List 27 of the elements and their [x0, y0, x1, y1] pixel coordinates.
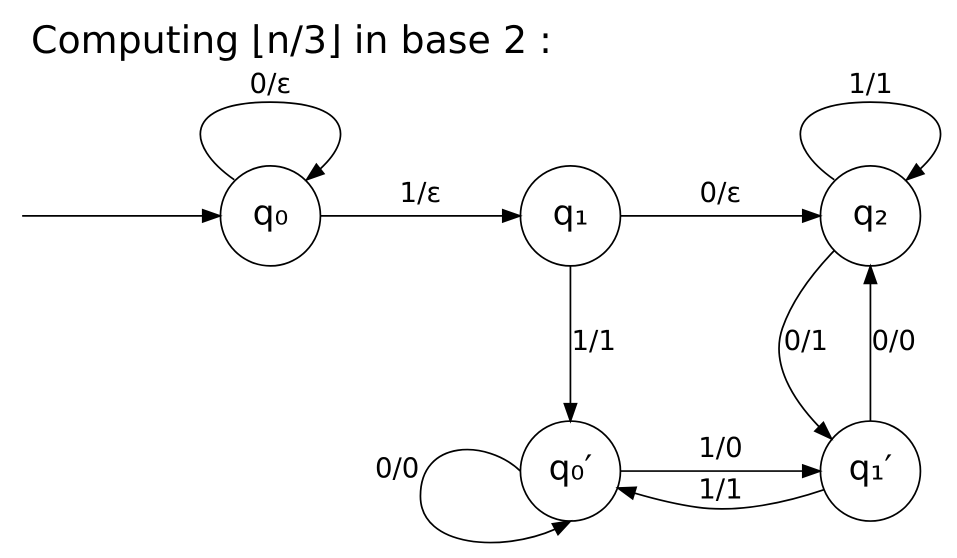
edge-label: 1/0 [698, 430, 743, 464]
arrow [620, 208, 823, 223]
arrow [563, 266, 578, 424]
arrow [615, 486, 824, 510]
edge-label: 0/0 [374, 451, 420, 484]
arrow [420, 448, 573, 543]
edge-label: 1/ε [400, 175, 442, 208]
edge-label: 0/1 [784, 324, 828, 357]
node-circle: q₂ [820, 164, 922, 266]
edge-label: 1/1 [848, 66, 893, 100]
arrow [320, 208, 523, 223]
arrow [778, 250, 835, 440]
diagram-title: Computing ⌊n/3⌋ in base 2 : [31, 18, 552, 62]
node-circle: q₁ [520, 164, 622, 266]
node-circle: q₀′ [520, 420, 622, 522]
arrow [200, 100, 342, 181]
edge-label: 1/1 [698, 472, 743, 505]
arrow [800, 100, 942, 181]
node-circle: q₁′ [820, 420, 922, 522]
edge-label: 1/1 [572, 324, 616, 357]
arrow [620, 463, 823, 478]
arrow [22, 208, 223, 223]
node-circle: q₀ [220, 164, 322, 266]
edge-label: 0/0 [872, 324, 916, 357]
edge-label: 0/ε [700, 175, 742, 208]
arrow [863, 263, 878, 420]
edge-label: 0/ε [250, 66, 292, 100]
